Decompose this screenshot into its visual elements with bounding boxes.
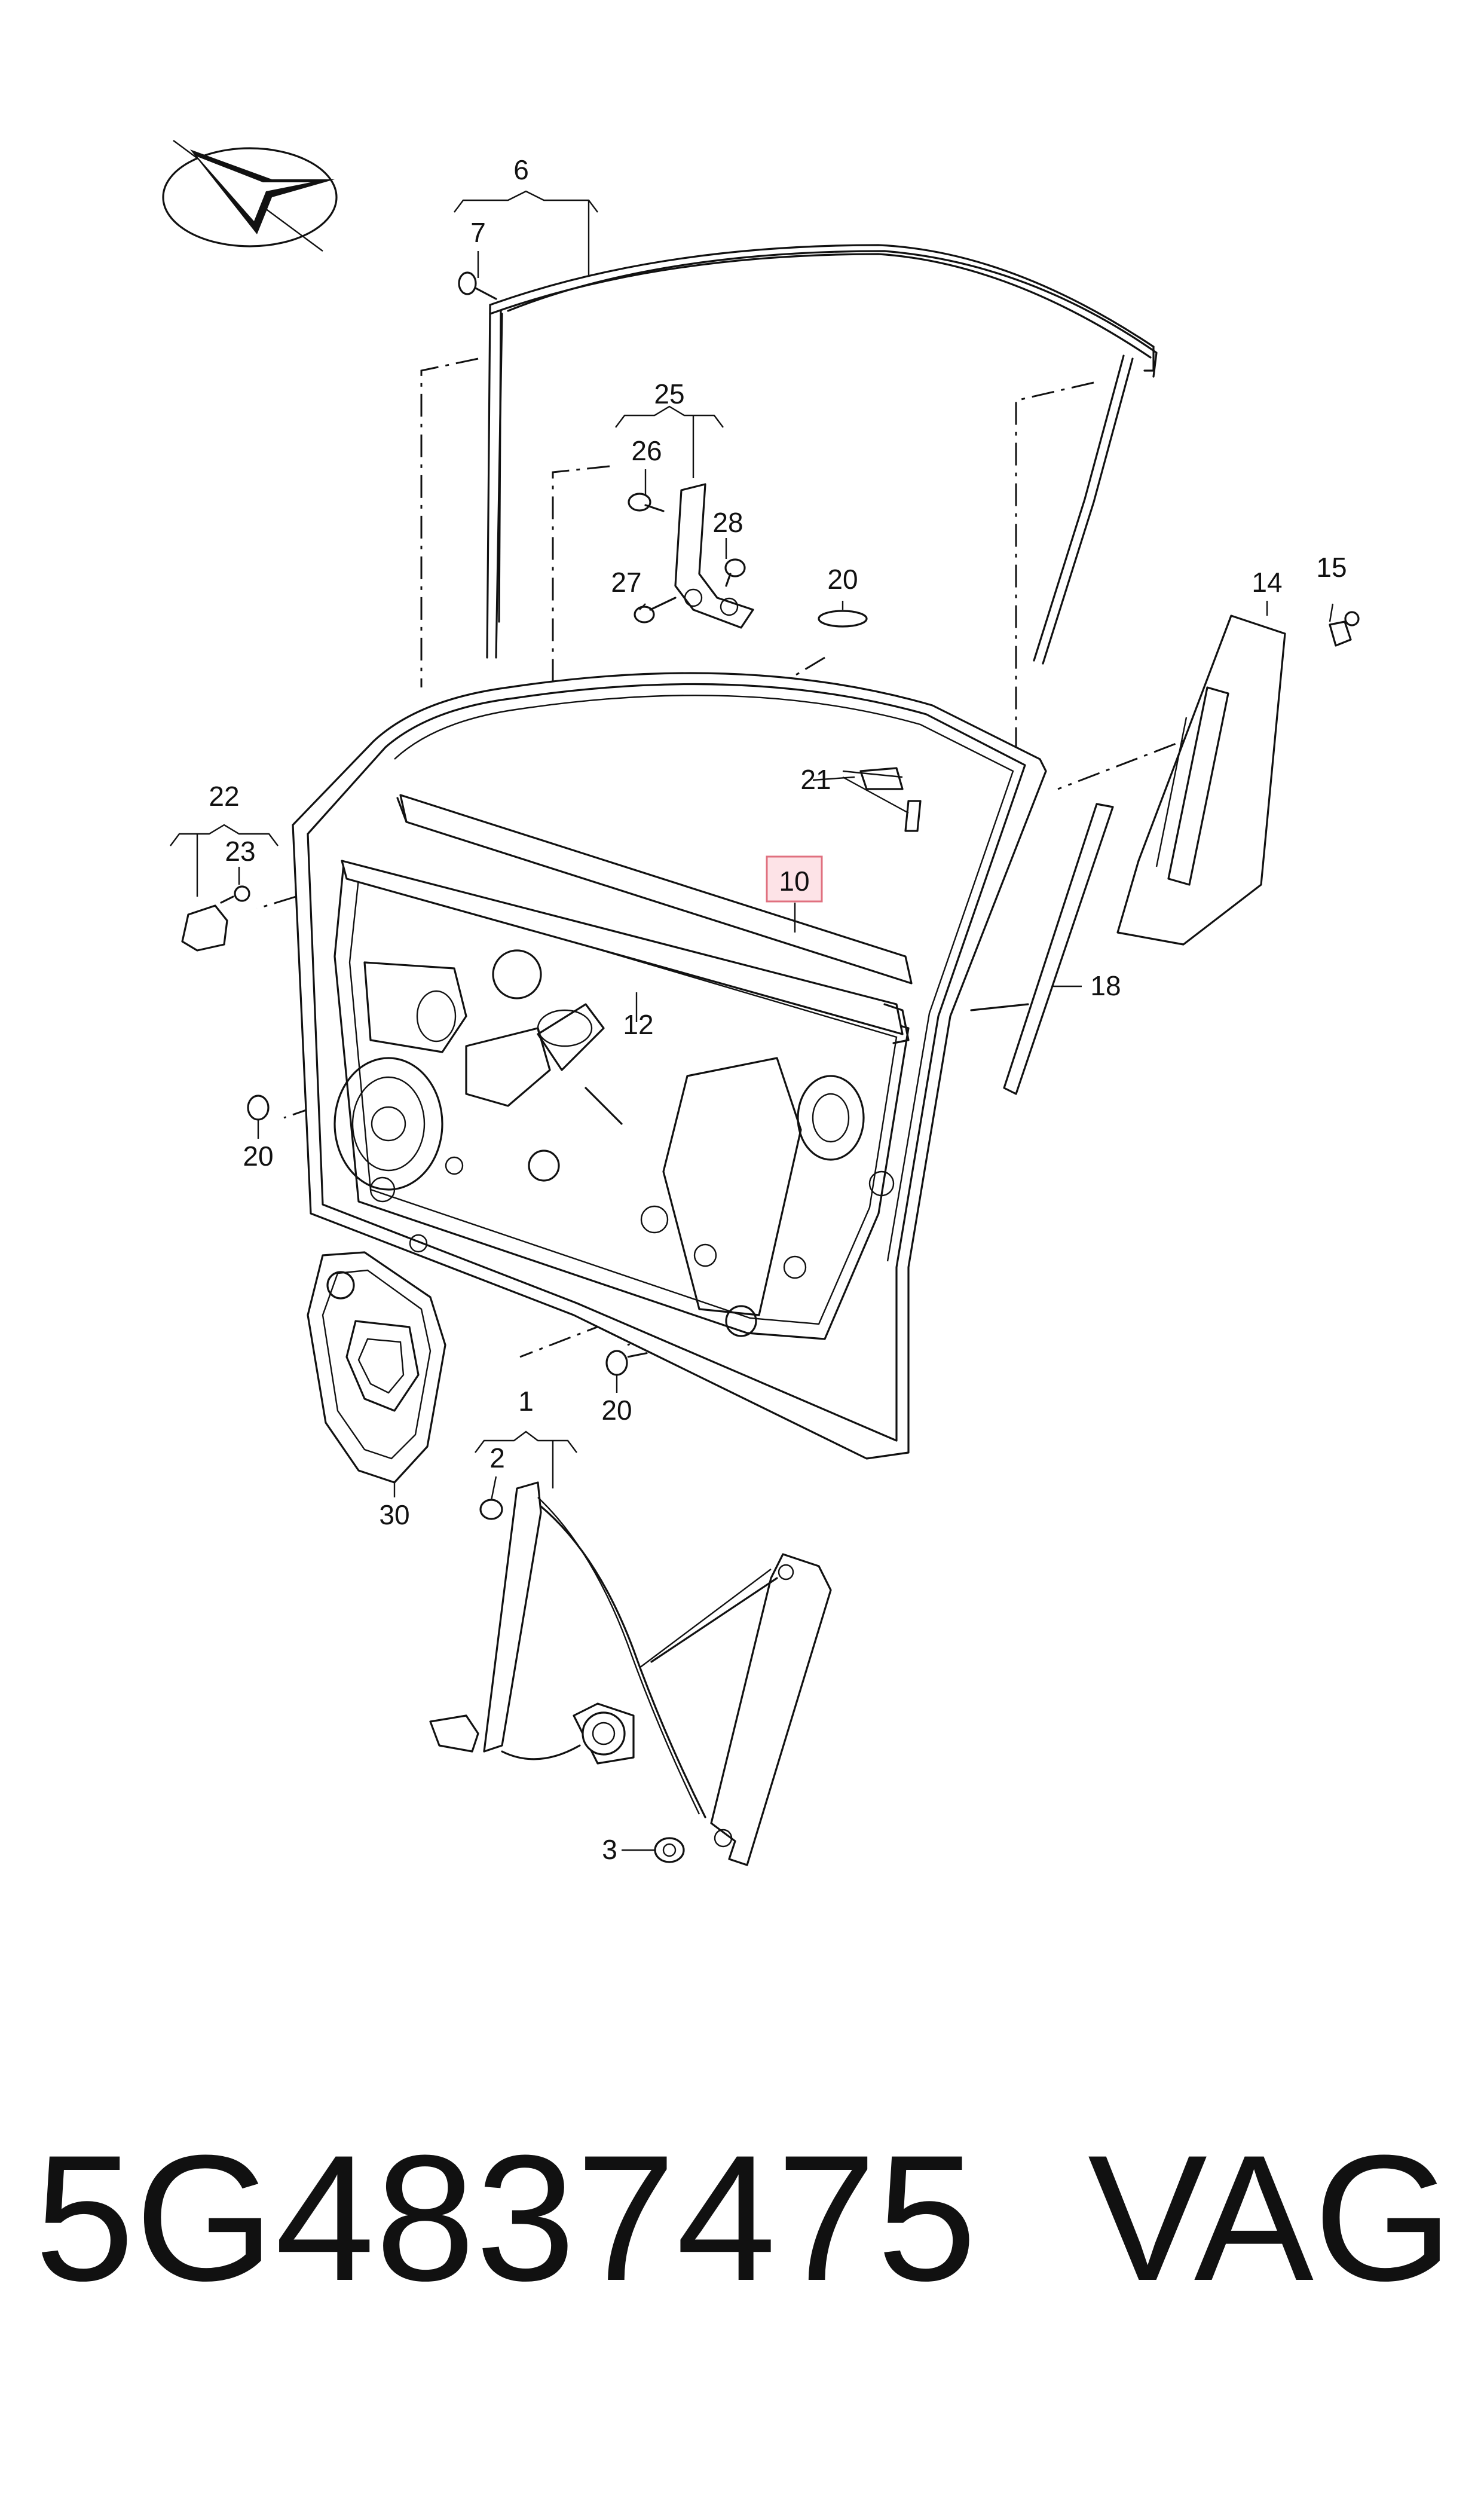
callout-28: 28 xyxy=(712,507,743,538)
window-regulator-part-1 xyxy=(429,1481,832,1866)
callout-leaders xyxy=(170,190,1334,1851)
bolt-part-26 xyxy=(628,493,665,512)
window-seal-inner xyxy=(396,794,913,985)
callout-15: 15 xyxy=(1316,552,1347,583)
door-frame-seal xyxy=(495,250,1158,659)
nut-part-3 xyxy=(654,1837,685,1863)
callout-26: 26 xyxy=(631,435,662,466)
plug-part-20-top xyxy=(818,610,868,628)
callout-10-highlight xyxy=(766,855,823,903)
callout-30: 30 xyxy=(379,1499,409,1530)
seal-part-30 xyxy=(307,1251,446,1484)
clip-part-15 xyxy=(1329,611,1360,647)
callout-1: 1 xyxy=(518,1386,534,1417)
callout-25: 25 xyxy=(654,378,684,409)
door-panel xyxy=(292,672,1047,1460)
callout-20b: 20 xyxy=(243,1141,273,1172)
callout-3: 3 xyxy=(602,1834,617,1865)
callout-27: 27 xyxy=(611,567,641,598)
screw-part-23 xyxy=(220,885,250,904)
window-frame xyxy=(486,244,1155,665)
exploded-door-diagram: 6 7 25 26 28 27 20 21 10 12 14 15 18 22 … xyxy=(162,140,1360,1866)
strip-part-18 xyxy=(970,803,1114,1095)
bracket-part-25 xyxy=(674,483,754,629)
nut-part-2 xyxy=(479,1499,503,1520)
callout-12: 12 xyxy=(623,1009,653,1040)
callout-labels: 6 7 25 26 28 27 20 21 10 12 14 15 18 22 … xyxy=(209,154,1347,1865)
plug-part-20-left xyxy=(247,1095,270,1121)
callout-18: 18 xyxy=(1090,970,1121,1001)
screw-part-7 xyxy=(458,271,497,300)
callout-20a: 20 xyxy=(827,564,858,595)
callout-6: 6 xyxy=(513,154,529,185)
brand-label: VAG xyxy=(1088,2117,1454,2318)
part-number-label: 5G4837475 xyxy=(35,2117,978,2318)
callout-21: 21 xyxy=(800,764,831,795)
trim-part-14 xyxy=(1116,615,1286,946)
orientation-symbol xyxy=(162,140,338,252)
callout-23: 23 xyxy=(225,836,255,867)
callout-10: 10 xyxy=(779,866,809,897)
plug-part-20-bottom xyxy=(605,1350,628,1376)
callout-20c: 20 xyxy=(601,1395,632,1426)
window-seal-outer xyxy=(341,860,910,1044)
callout-7: 7 xyxy=(470,217,486,248)
cap-part-22 xyxy=(181,904,228,952)
callout-22: 22 xyxy=(209,781,239,812)
callout-14: 14 xyxy=(1252,567,1282,598)
screw-part-28 xyxy=(724,558,746,587)
callout-2: 2 xyxy=(489,1442,505,1473)
screw-part-27 xyxy=(634,597,677,623)
